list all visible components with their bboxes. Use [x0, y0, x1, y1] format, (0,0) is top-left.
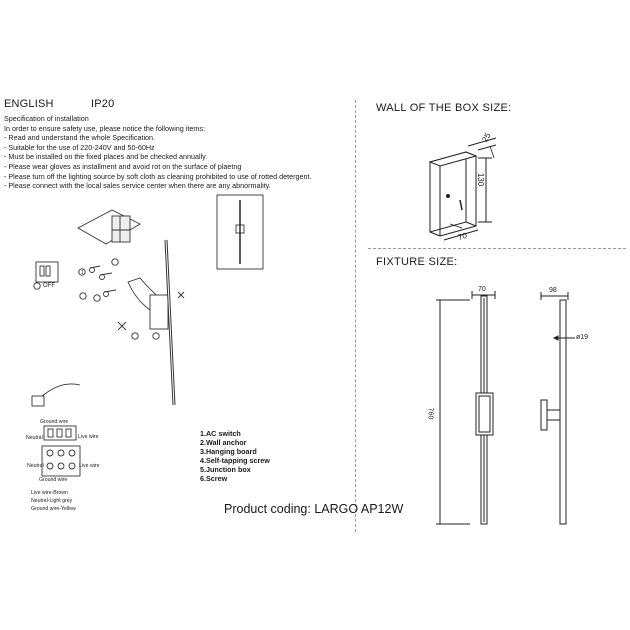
wiring-neutral-bottom: Neutral [27, 463, 44, 469]
section-divider-vertical [355, 100, 356, 532]
part-item: 3.Hanging board [200, 447, 257, 456]
ip-rating: IP20 [91, 98, 115, 110]
spec-item: - Read and understand the whole Specific… [4, 133, 156, 143]
wiring-neutral-top: Neutral [26, 435, 43, 441]
product-coding: Product coding: LARGO AP12W [224, 502, 404, 516]
section-divider-horizontal [368, 248, 626, 249]
fixture-width-dim: 70 [478, 286, 486, 293]
parts-list: 1.AC switch 2.Wall anchor 3.Hanging boar… [200, 429, 270, 483]
part-item: 1.AC switch [200, 429, 241, 438]
spec-item: - Must be installed on the fixed places … [4, 152, 206, 162]
part-item: 2.Wall anchor [200, 438, 247, 447]
spec-item: - Please turn off the lighting source by… [4, 171, 312, 181]
wiring-ground-bottom: Ground wire [39, 477, 68, 483]
language-label: ENGLISH [4, 98, 54, 110]
legend-neutral: Neutral-Light grey [31, 498, 73, 504]
spec-intro: In order to ensure safety use, please no… [4, 123, 205, 133]
fixture-depth-dim: 98 [549, 287, 557, 294]
switch-off-label: OFF [43, 283, 55, 289]
part-item: 5.Junction box [200, 465, 251, 474]
wiring-live-top: Live wire [78, 434, 99, 440]
spec-title: Specification of installation [4, 114, 89, 123]
spec-item: - Suitable for the use of 220-240V and 5… [4, 142, 155, 152]
wiring-ground-top: Ground wire [40, 419, 69, 425]
specification-block: Specification of installation In order t… [4, 114, 312, 191]
wiring-legend: Live wire-Brown Neutral-Light grey Groun… [31, 489, 76, 513]
fixture-diameter-dim: ø19 [576, 334, 589, 341]
wiring-live-bottom: Live wire [79, 463, 100, 469]
legend-live: Live wire-Brown [31, 490, 68, 496]
box-size-title: WALL OF THE BOX SIZE: [376, 102, 512, 114]
spec-item: - Please wear gloves as installment and … [4, 161, 242, 171]
fixture-size-title: FIXTURE SIZE: [376, 256, 458, 268]
part-item: 6.Screw [200, 474, 228, 483]
callout-1: 1 [81, 270, 84, 276]
spec-item: - Please connect with the local sales se… [4, 181, 271, 191]
legend-ground: Ground wire-Yellow [31, 506, 76, 512]
part-item: 4.Self-tapping screw [200, 456, 270, 465]
